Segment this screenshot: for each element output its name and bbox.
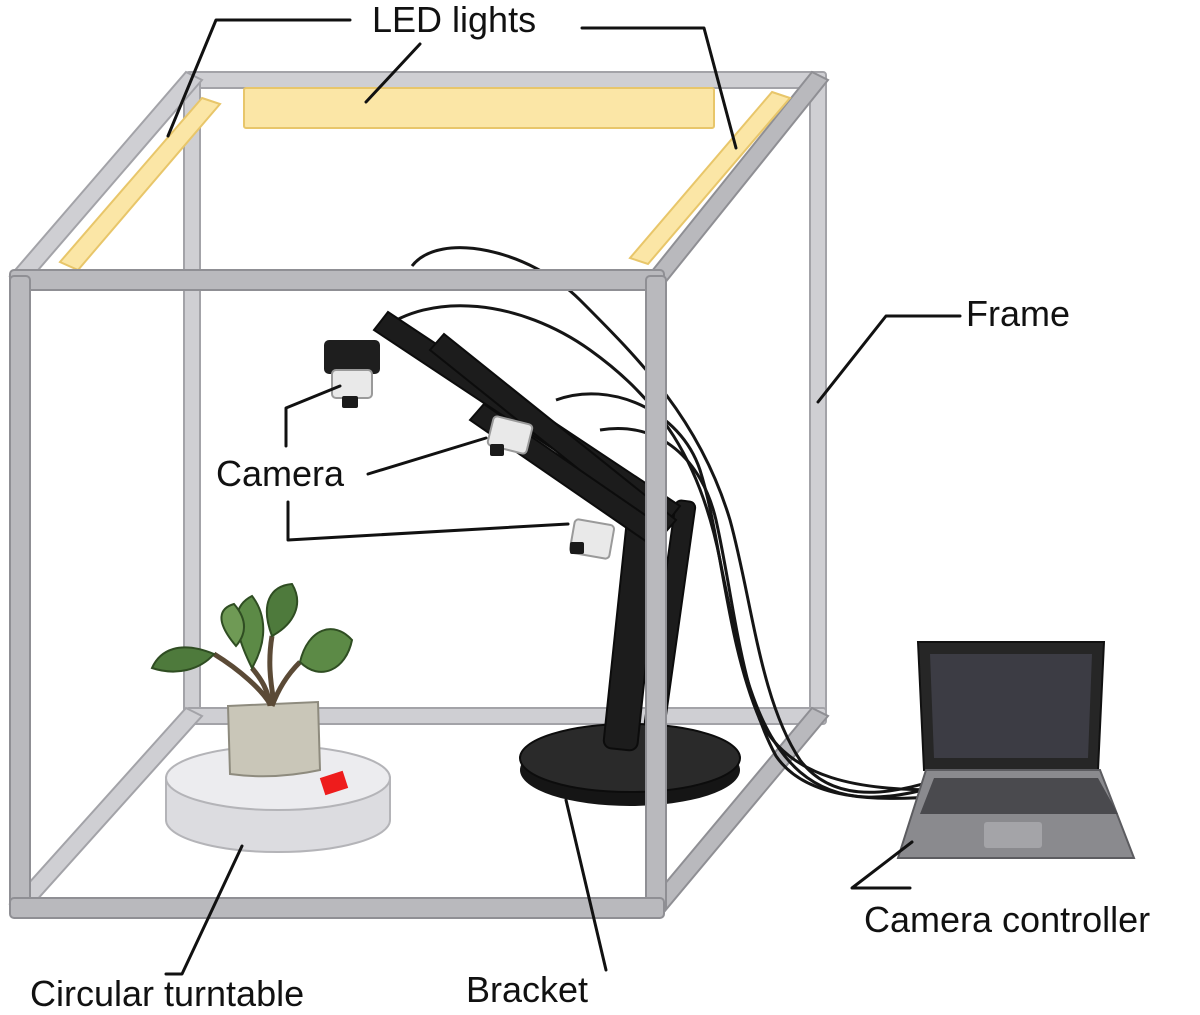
leader-camera-top xyxy=(284,384,342,448)
frame-front-left-post xyxy=(9,275,31,913)
label-camera-controller: Camera controller xyxy=(864,899,1150,940)
camera-cable xyxy=(555,392,941,792)
leader-led-lights-right xyxy=(580,26,738,150)
plant xyxy=(150,582,354,778)
plant-pot xyxy=(226,700,322,778)
leader-frame xyxy=(816,314,962,404)
leader-camera-bottom xyxy=(286,500,570,542)
bracket-arm-middle xyxy=(428,332,678,538)
frame-front-bottom-bar xyxy=(9,897,665,919)
camera-cable xyxy=(410,246,937,794)
label-circular-turntable: Circular turntable xyxy=(30,973,304,1014)
label-camera: Camera xyxy=(216,453,345,494)
frame-front xyxy=(9,269,667,919)
camera-middle xyxy=(486,415,534,456)
frame-top-left-diagonal xyxy=(8,70,204,286)
led-lights xyxy=(58,87,792,272)
leader-circular-turntable xyxy=(164,844,244,976)
annotation-camera: Camera xyxy=(216,384,570,542)
frame-front-right-post xyxy=(645,275,667,913)
annotation-camera-controller: Camera controller xyxy=(850,840,1150,940)
bracket xyxy=(372,310,741,806)
camera-top xyxy=(324,340,380,408)
camera-cables xyxy=(377,246,943,800)
leader-bracket xyxy=(564,798,608,972)
camera-cable xyxy=(599,427,943,800)
camera-bottom xyxy=(568,518,616,560)
annotation-circular-turntable: Circular turntable xyxy=(30,844,304,1014)
plant-leaf xyxy=(220,602,245,648)
label-bracket: Bracket xyxy=(466,969,588,1010)
label-frame: Frame xyxy=(966,293,1070,334)
leader-led-lights-center xyxy=(364,42,422,104)
plant-leaf xyxy=(150,646,216,673)
leader-camera-controller xyxy=(850,840,914,890)
target-marker xyxy=(319,770,349,796)
annotation-frame: Frame xyxy=(816,293,1070,404)
laptop-screen xyxy=(930,654,1092,758)
plant-leaf xyxy=(298,628,354,673)
label-led-lights: LED lights xyxy=(372,0,536,40)
annotation-bracket: Bracket xyxy=(466,798,608,1010)
frame-back-top-bar xyxy=(185,71,827,89)
frame xyxy=(8,70,830,914)
annotation-led-lights: LED lights xyxy=(166,0,738,150)
circular-turntable xyxy=(165,745,391,853)
laptop-touchpad xyxy=(984,822,1042,848)
led-strip-right xyxy=(628,90,792,266)
plant-stem xyxy=(212,635,302,707)
leader-camera-middle xyxy=(366,436,488,476)
leader-led-lights-left xyxy=(166,18,352,138)
frame-front-top-bar xyxy=(9,269,665,291)
plant-leaf xyxy=(265,582,299,638)
led-strip-top xyxy=(243,87,715,129)
laptop-keyboard xyxy=(920,778,1118,814)
cameras xyxy=(324,340,616,560)
laptop xyxy=(896,641,1136,859)
frame-back-left-post xyxy=(183,79,201,721)
